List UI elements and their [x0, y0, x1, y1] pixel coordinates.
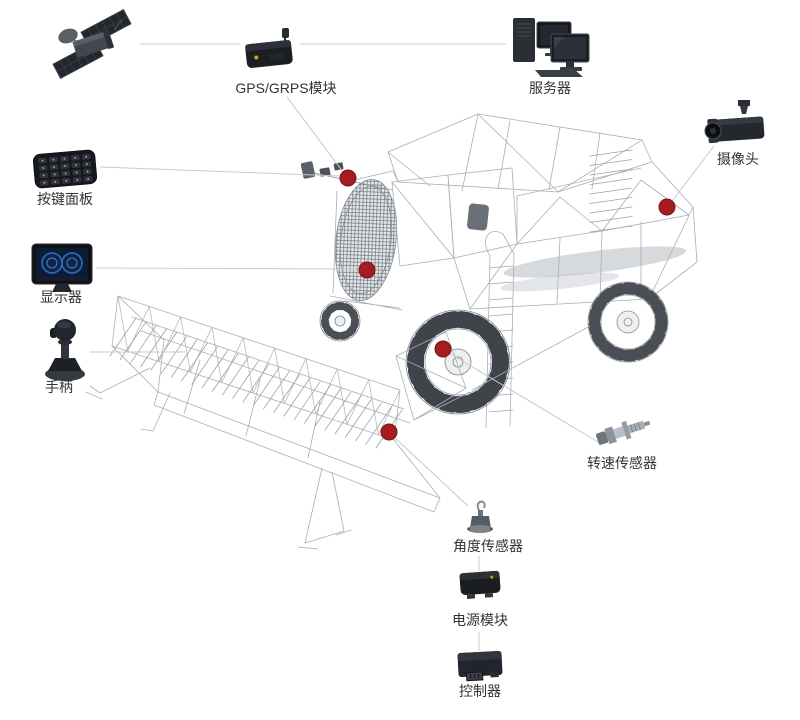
- joystick-icon: [40, 318, 90, 384]
- power-module-label: 电源模块: [452, 612, 508, 628]
- connector-lines: [90, 43, 715, 651]
- connector-display-marker: [95, 267, 361, 270]
- angle-sensor-label: 角度传感器: [453, 538, 523, 554]
- connector-speed-sensor-marker: [448, 352, 599, 443]
- connector-keypad-marker: [99, 166, 342, 177]
- location-markers: [339, 169, 676, 441]
- location-marker: [339, 169, 357, 187]
- camera-label: 摄像头: [717, 151, 759, 167]
- server-label: 服务器: [529, 80, 571, 96]
- controller-icon: [452, 644, 508, 686]
- keypad-label: 按键面板: [37, 191, 93, 207]
- connector-angle-sensor-marker: [393, 436, 469, 507]
- display-icon: [28, 240, 96, 298]
- connector-camera-marker: [669, 145, 715, 205]
- connector-gps-marker: [286, 96, 347, 177]
- location-marker: [658, 198, 676, 216]
- location-marker: [380, 423, 398, 441]
- camera-icon: [700, 98, 780, 152]
- server-icon: [505, 14, 597, 80]
- speed-sensor-label: 转速传感器: [587, 455, 657, 471]
- speed-sensor-icon: [592, 408, 656, 454]
- gps-module-icon: [240, 26, 300, 74]
- power-module-icon: [452, 560, 508, 604]
- location-marker: [358, 261, 376, 279]
- controller-label: 控制器: [459, 683, 501, 699]
- gps-module-label: GPS/GRPS模块: [235, 80, 337, 96]
- location-marker: [434, 340, 452, 358]
- angle-sensor-icon: [458, 498, 502, 540]
- display-label: 显示器: [40, 289, 82, 305]
- keypad-icon: [30, 144, 100, 194]
- harvester-wireframe: [85, 113, 698, 550]
- satellite-icon: [44, 6, 140, 82]
- joystick-label: 手柄: [45, 379, 73, 395]
